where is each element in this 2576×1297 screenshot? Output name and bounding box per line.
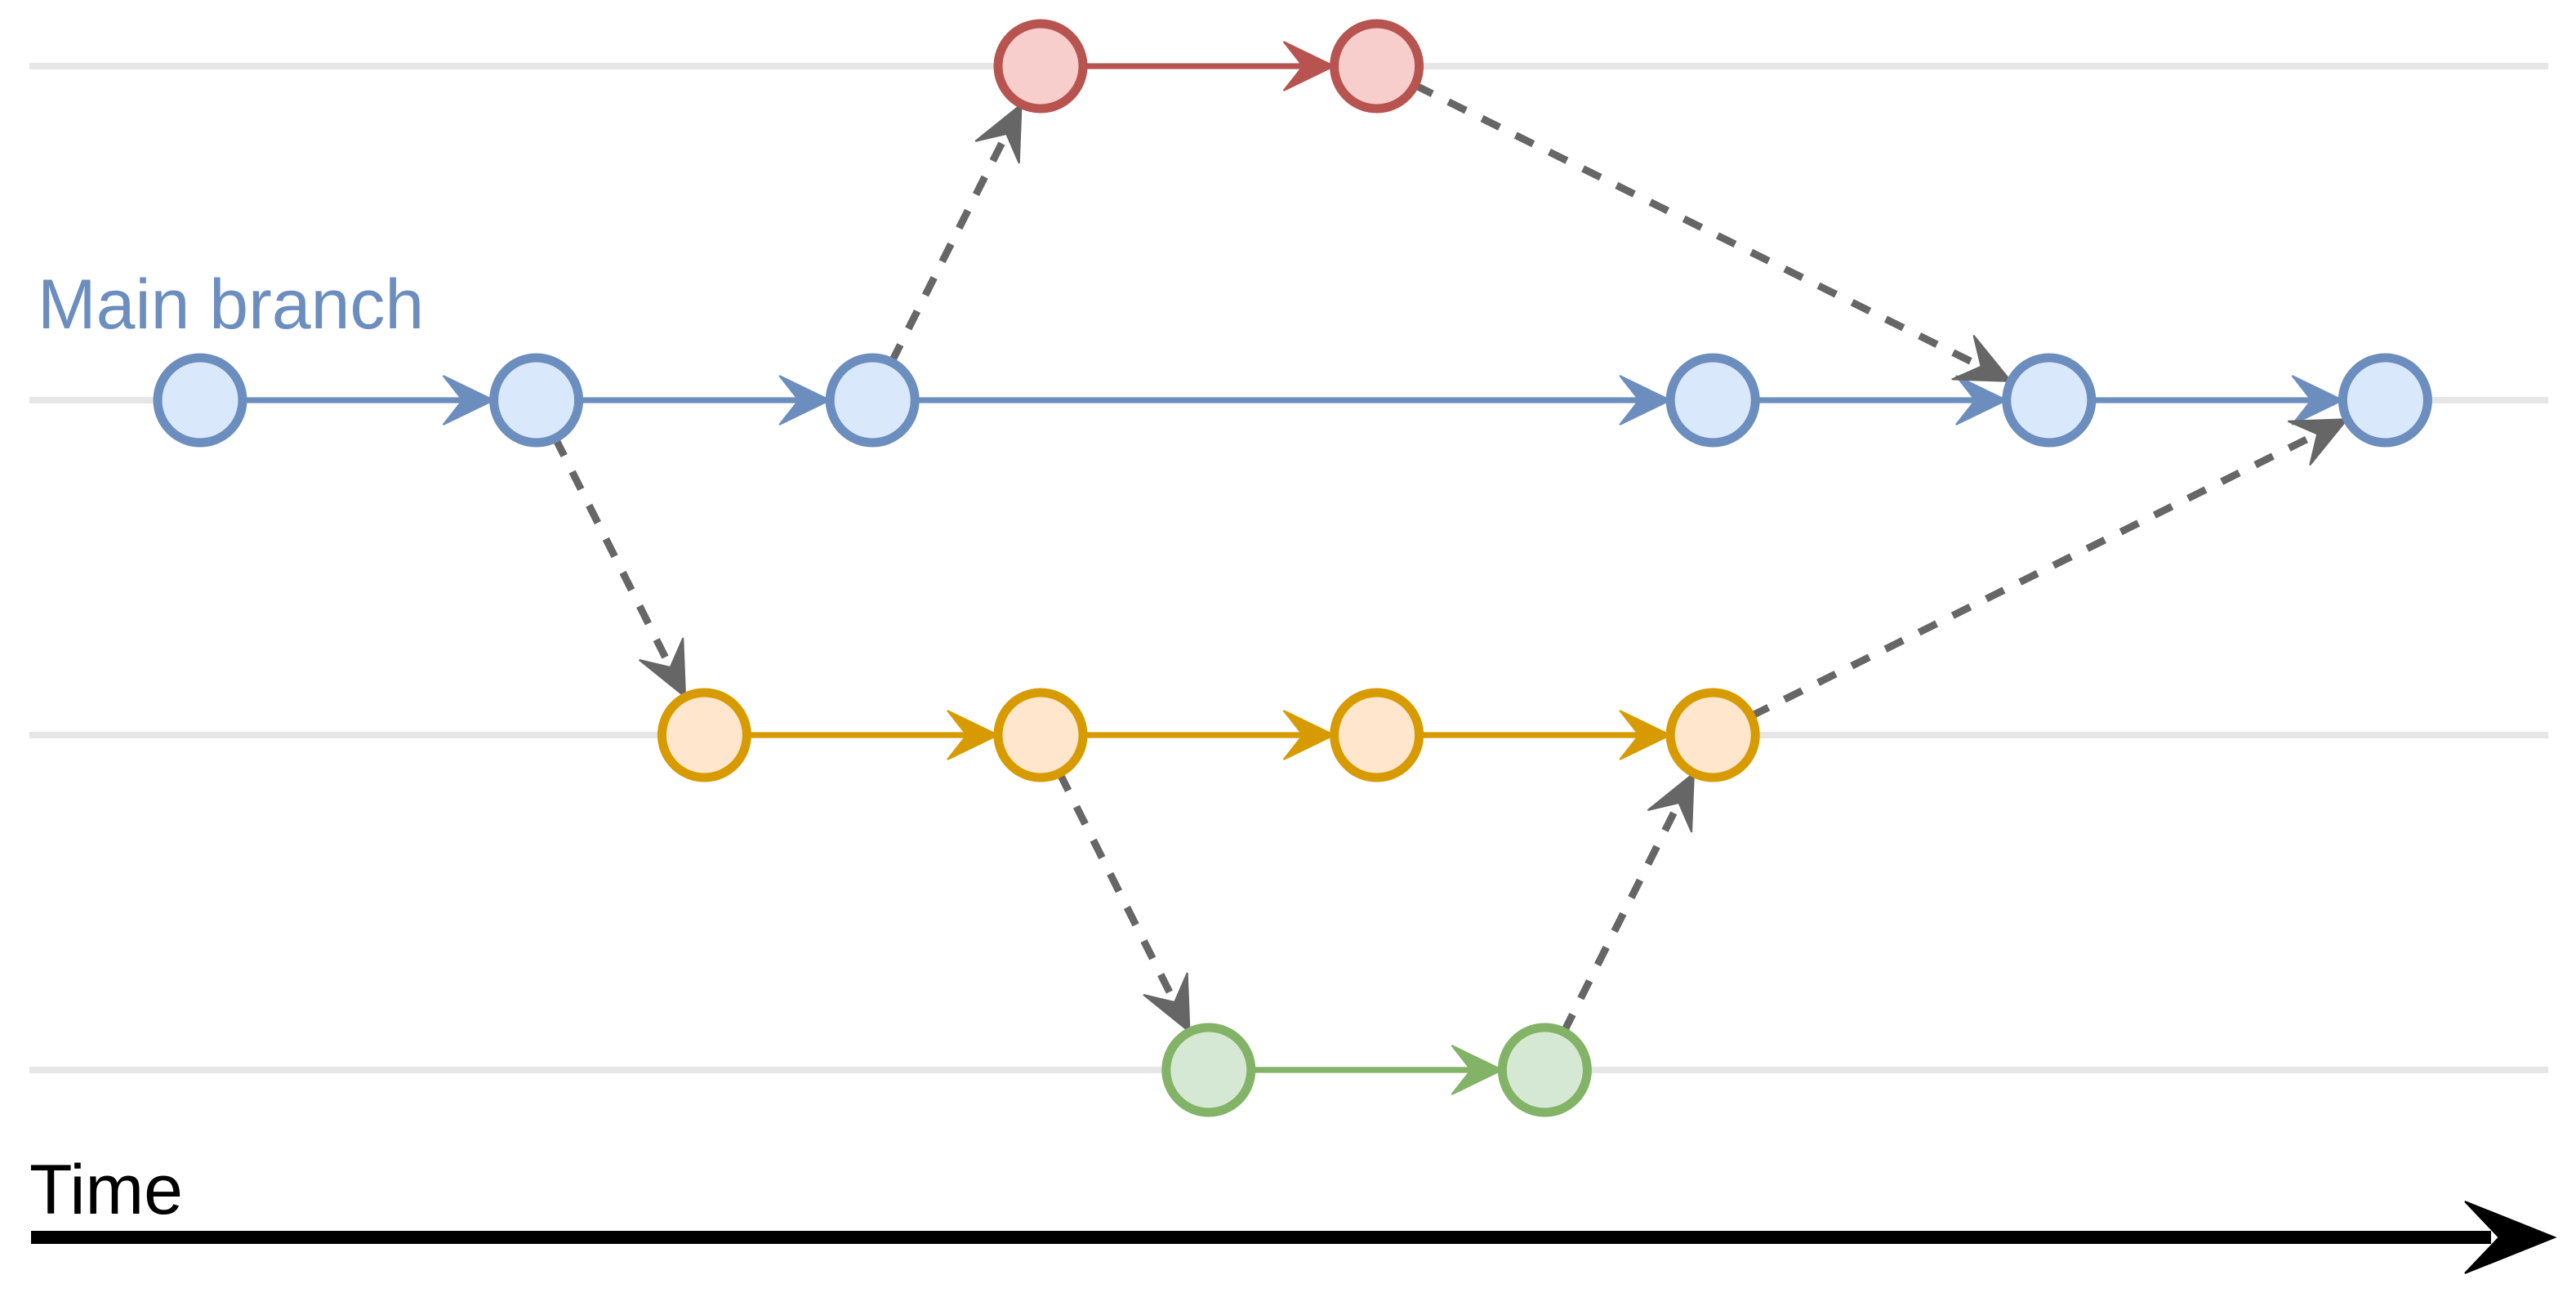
arrowhead xyxy=(974,102,1023,164)
arrowhead xyxy=(1282,41,1336,91)
merge-arrow xyxy=(1056,771,1191,1034)
main-commit-node xyxy=(489,353,584,448)
arrowhead xyxy=(1451,1045,1504,1095)
merge-line xyxy=(551,436,675,670)
feature-commit-node xyxy=(1330,19,1424,114)
arrowhead xyxy=(1282,710,1336,760)
feature-commit-node xyxy=(993,19,1088,114)
arrowhead xyxy=(778,375,832,426)
arrowhead xyxy=(1143,972,1191,1034)
merge-arrow xyxy=(888,102,1023,364)
merge-line xyxy=(1413,82,1984,371)
arrowhead xyxy=(639,637,687,699)
main-commit-edge xyxy=(2091,375,2345,426)
merge-line xyxy=(1749,430,2320,720)
arrowhead xyxy=(1647,771,1695,833)
merge-arrow xyxy=(551,436,687,699)
time-axis-label: Time xyxy=(29,1151,183,1229)
main-branch-label: Main branch xyxy=(38,265,424,344)
develop-commit-node xyxy=(1330,688,1424,782)
main-commit-node xyxy=(2002,353,2097,448)
merge-arrow xyxy=(1413,82,2013,382)
main-commit-edge xyxy=(1755,375,2009,426)
arrowhead xyxy=(1951,334,2013,382)
arrowhead xyxy=(2288,418,2350,466)
develop-commit-node xyxy=(657,688,751,782)
arrowhead xyxy=(947,710,1001,760)
main-commit-edge xyxy=(578,375,832,426)
merge-line xyxy=(888,131,1010,364)
develop-commit-node xyxy=(1665,688,1760,782)
main-commit-edge xyxy=(243,375,496,426)
merge-line xyxy=(1560,800,1682,1034)
merge-arrow xyxy=(1560,771,1695,1034)
main-commit-node xyxy=(1665,353,1760,448)
main-commit-node xyxy=(825,353,920,448)
develop-commit-node xyxy=(993,688,1088,782)
merge-arrow xyxy=(1749,418,2350,720)
hotfix-commit-edge xyxy=(1250,1045,1504,1095)
feature-commit-edge xyxy=(1083,41,1336,91)
hotfix-commit-node xyxy=(1161,1023,1256,1117)
time-arrowhead xyxy=(2464,1201,2557,1274)
hotfix-commit-node xyxy=(1497,1023,1592,1117)
arrowhead xyxy=(1955,375,2009,426)
develop-commit-edge xyxy=(1083,710,1336,760)
main-commit-edge xyxy=(915,375,1673,426)
main-commit-node xyxy=(2338,353,2432,448)
develop-commit-edge xyxy=(1419,710,1673,760)
arrowhead xyxy=(1619,375,1673,426)
arrowhead xyxy=(1619,710,1673,760)
arrowhead xyxy=(2291,375,2345,426)
main-commit-node xyxy=(153,353,247,448)
arrowhead xyxy=(442,375,496,426)
develop-commit-edge xyxy=(747,710,1001,760)
merge-line xyxy=(1056,771,1179,1005)
time-axis xyxy=(31,1201,2557,1274)
